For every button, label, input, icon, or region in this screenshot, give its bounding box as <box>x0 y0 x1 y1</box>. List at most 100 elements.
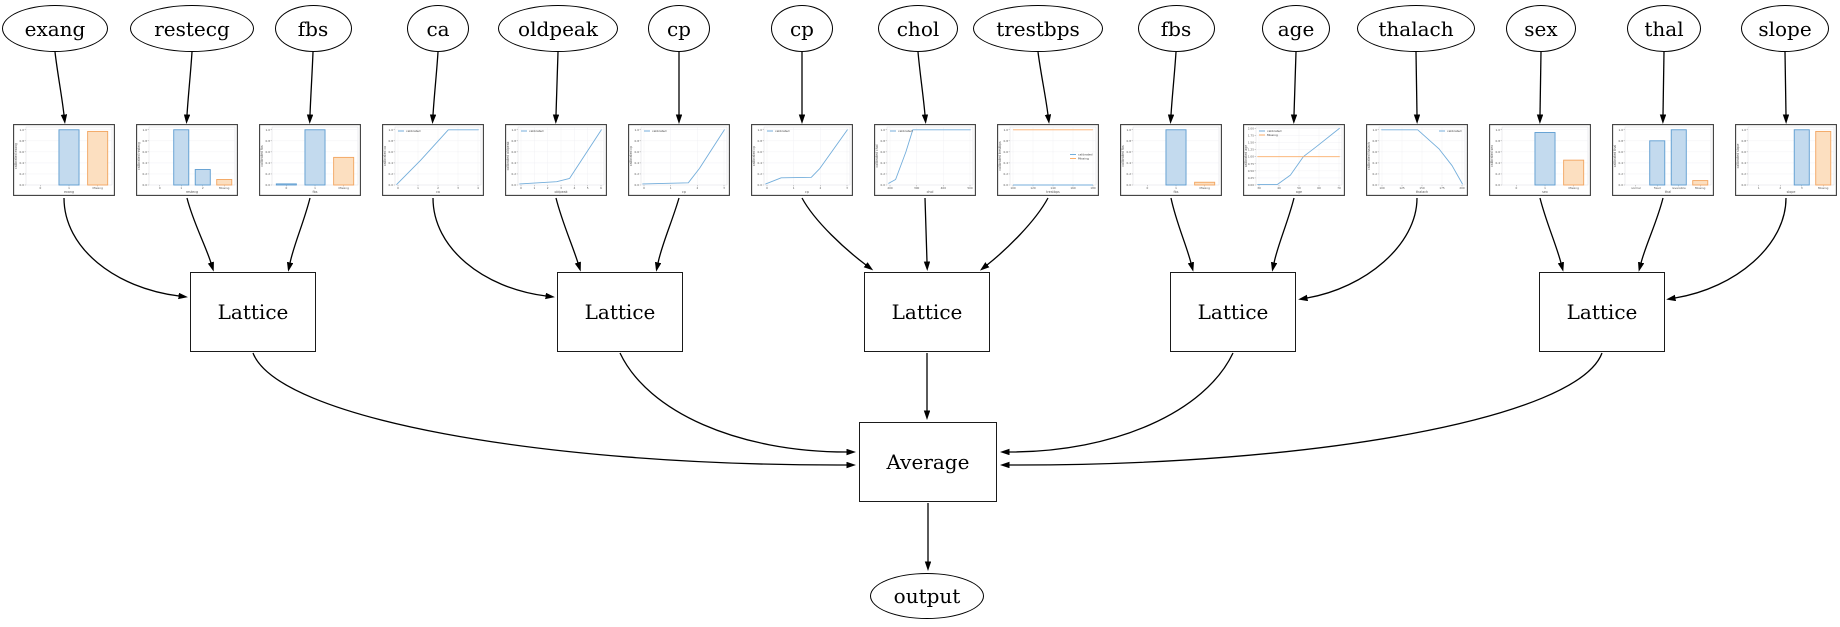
svg-text:Missing: Missing <box>338 186 349 190</box>
svg-text:300: 300 <box>914 186 920 190</box>
svg-text:0.6: 0.6 <box>143 150 148 154</box>
edge-arrow <box>1413 51 1421 124</box>
feature-node-thalach: thalach <box>1357 5 1475 52</box>
svg-text:0.6: 0.6 <box>1127 150 1132 154</box>
svg-text:0.8: 0.8 <box>20 139 25 143</box>
svg-text:0.4: 0.4 <box>881 161 886 165</box>
svg-text:0.6: 0.6 <box>512 150 517 154</box>
svg-text:0.75: 0.75 <box>1248 162 1254 166</box>
svg-text:calibrated oldpeak: calibrated oldpeak <box>506 141 510 170</box>
svg-text:thal: thal <box>1665 190 1671 194</box>
feature-node-exang: exang <box>2 5 108 52</box>
lattice-label: Lattice <box>217 300 289 324</box>
svg-text:calibrated: calibrated <box>1078 153 1093 157</box>
svg-text:0.6: 0.6 <box>389 150 394 154</box>
svg-text:restecg: restecg <box>186 190 198 194</box>
average-node: Average <box>859 422 997 502</box>
svg-text:0.2: 0.2 <box>881 172 886 176</box>
svg-text:0.0: 0.0 <box>1127 183 1132 187</box>
svg-text:exang: exang <box>64 190 74 194</box>
feature-node-sex: sex <box>1506 5 1576 52</box>
svg-text:1: 1 <box>314 186 316 190</box>
svg-text:0.0: 0.0 <box>20 183 25 187</box>
feature-label: age <box>1277 16 1315 41</box>
feature-node-age: age <box>1262 5 1330 52</box>
edge-arrow <box>619 352 856 456</box>
svg-text:calibrated sex: calibrated sex <box>1490 145 1494 167</box>
svg-text:0: 0 <box>520 186 522 190</box>
svg-text:calibrated age: calibrated age <box>1244 145 1248 167</box>
svg-text:0.0: 0.0 <box>266 183 271 187</box>
svg-text:calibrated restecg: calibrated restecg <box>137 142 141 170</box>
svg-text:0.4: 0.4 <box>1742 161 1747 165</box>
svg-text:1.0: 1.0 <box>1742 128 1747 132</box>
svg-text:125: 125 <box>1399 186 1405 190</box>
edge-arrow <box>654 197 680 272</box>
svg-text:0.6: 0.6 <box>1619 150 1624 154</box>
svg-text:1: 1 <box>68 186 70 190</box>
svg-text:1.25: 1.25 <box>1248 148 1254 152</box>
edge-arrow <box>1167 51 1177 124</box>
svg-text:0.0: 0.0 <box>881 183 886 187</box>
feature-label: thalach <box>1378 16 1454 41</box>
svg-text:Missing: Missing <box>219 186 230 190</box>
feature-label: cp <box>789 16 814 41</box>
feature-node-fbs: fbs <box>274 5 352 52</box>
feature-node-cp: cp <box>771 5 833 52</box>
svg-text:sex: sex <box>1542 190 1548 194</box>
svg-text:0.00: 0.00 <box>1248 183 1254 187</box>
feature-label: fbs <box>297 16 329 41</box>
svg-text:0.6: 0.6 <box>758 150 763 154</box>
svg-text:ca: ca <box>436 190 440 194</box>
feature-label: exang <box>24 16 86 41</box>
svg-text:calibrated fbs: calibrated fbs <box>1121 145 1125 167</box>
svg-text:age: age <box>1296 190 1302 194</box>
svg-text:0.0: 0.0 <box>1004 183 1009 187</box>
svg-text:0.2: 0.2 <box>1496 172 1501 176</box>
svg-text:0.4: 0.4 <box>1496 161 1501 165</box>
edge-arrow <box>183 51 193 124</box>
svg-text:reversible: reversible <box>1672 186 1686 190</box>
svg-text:200: 200 <box>887 186 893 190</box>
svg-text:calibrated thal: calibrated thal <box>1613 145 1617 168</box>
svg-text:0.4: 0.4 <box>389 161 394 165</box>
svg-text:1.0: 1.0 <box>266 128 271 132</box>
svg-text:0.0: 0.0 <box>758 183 763 187</box>
svg-text:0.0: 0.0 <box>389 183 394 187</box>
edge-arrow <box>1638 197 1664 272</box>
svg-text:Missing: Missing <box>1199 186 1210 190</box>
svg-text:200: 200 <box>1459 186 1465 190</box>
svg-text:175: 175 <box>1439 186 1445 190</box>
svg-text:0.8: 0.8 <box>389 139 394 143</box>
edge-arrow <box>1536 51 1544 124</box>
svg-text:0.2: 0.2 <box>389 172 394 176</box>
svg-text:0.0: 0.0 <box>1742 183 1747 187</box>
svg-text:0.8: 0.8 <box>1496 139 1501 143</box>
output-label: output <box>893 584 961 608</box>
edge-arrow <box>286 197 311 272</box>
svg-text:0.6: 0.6 <box>881 150 886 154</box>
edge-arrow <box>1270 197 1295 272</box>
svg-text:0.2: 0.2 <box>1373 172 1378 176</box>
svg-text:trestbps: trestbps <box>1046 190 1060 194</box>
svg-text:calibrated cp: calibrated cp <box>629 146 633 166</box>
svg-text:fbs: fbs <box>313 190 318 194</box>
svg-text:0.8: 0.8 <box>143 139 148 143</box>
feature-label: restecg <box>154 16 230 41</box>
svg-text:1.0: 1.0 <box>881 128 886 132</box>
feature-label: cp <box>666 16 691 41</box>
svg-text:1.0: 1.0 <box>1004 128 1009 132</box>
svg-text:0.4: 0.4 <box>20 161 25 165</box>
svg-text:Missing: Missing <box>92 186 103 190</box>
feature-label: fbs <box>1160 16 1192 41</box>
svg-text:1: 1 <box>1175 186 1177 190</box>
svg-text:2: 2 <box>819 186 821 190</box>
lattice-label: Lattice <box>891 300 963 324</box>
edge-arrow <box>801 197 874 271</box>
